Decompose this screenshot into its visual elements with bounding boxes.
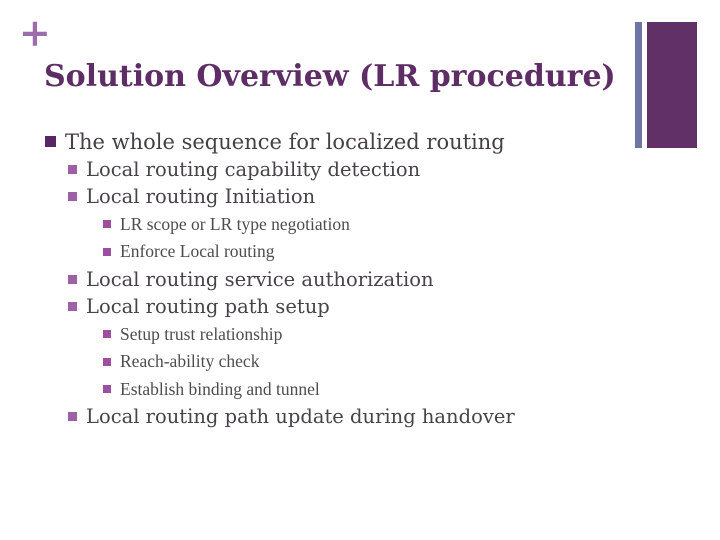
list-item: Local routing path setup xyxy=(68,293,620,321)
bullet-square-icon xyxy=(103,385,111,394)
list-item-label: Local routing Initiation xyxy=(86,185,316,209)
bullet-list: The whole sequence for localized routing… xyxy=(45,128,620,431)
bullet-square-icon xyxy=(103,330,111,339)
bullet-square-icon xyxy=(68,274,77,284)
list-item: Local routing service authorization xyxy=(68,266,620,294)
list-item-label: Reach-ability check xyxy=(120,351,260,372)
bullet-square-icon xyxy=(103,357,111,366)
list-item: Local routing Initiation xyxy=(68,183,620,211)
list-item-label: Enforce Local routing xyxy=(120,241,275,262)
list-item: LR scope or LR type negotiation xyxy=(103,211,620,239)
list-item-label: Establish binding and tunnel xyxy=(120,378,320,399)
list-item: Local routing path update during handove… xyxy=(68,403,620,431)
bullet-square-icon xyxy=(68,192,77,202)
bullet-square-icon xyxy=(68,164,77,174)
bullet-square-icon xyxy=(103,247,111,256)
list-item: The whole sequence for localized routing xyxy=(45,128,620,156)
list-item-label: Local routing service authorization xyxy=(86,267,434,291)
list-item: Reach-ability check xyxy=(103,348,620,376)
list-item-label: LR scope or LR type negotiation xyxy=(120,213,350,234)
list-item-label: Local routing path update during handove… xyxy=(86,405,515,429)
bullet-square-icon xyxy=(103,220,111,229)
accent-panel xyxy=(647,22,697,148)
list-item: Setup trust relationship xyxy=(103,321,620,349)
list-item: Establish binding and tunnel xyxy=(103,376,620,404)
bullet-square-icon xyxy=(68,302,77,312)
list-item-label: Local routing capability detection xyxy=(86,157,421,181)
accent-bar-thin xyxy=(635,22,642,148)
list-item-label: Local routing path setup xyxy=(86,295,330,319)
list-item: Enforce Local routing xyxy=(103,238,620,266)
list-item-label: The whole sequence for localized routing xyxy=(65,129,505,154)
bullet-square-icon xyxy=(68,412,77,422)
decorative-plus-icon: + xyxy=(19,10,51,55)
slide-title: Solution Overview (LR procedure) xyxy=(44,59,616,95)
list-item: Local routing capability detection xyxy=(68,156,620,184)
list-item-label: Setup trust relationship xyxy=(120,323,283,344)
bullet-square-icon xyxy=(45,136,56,148)
